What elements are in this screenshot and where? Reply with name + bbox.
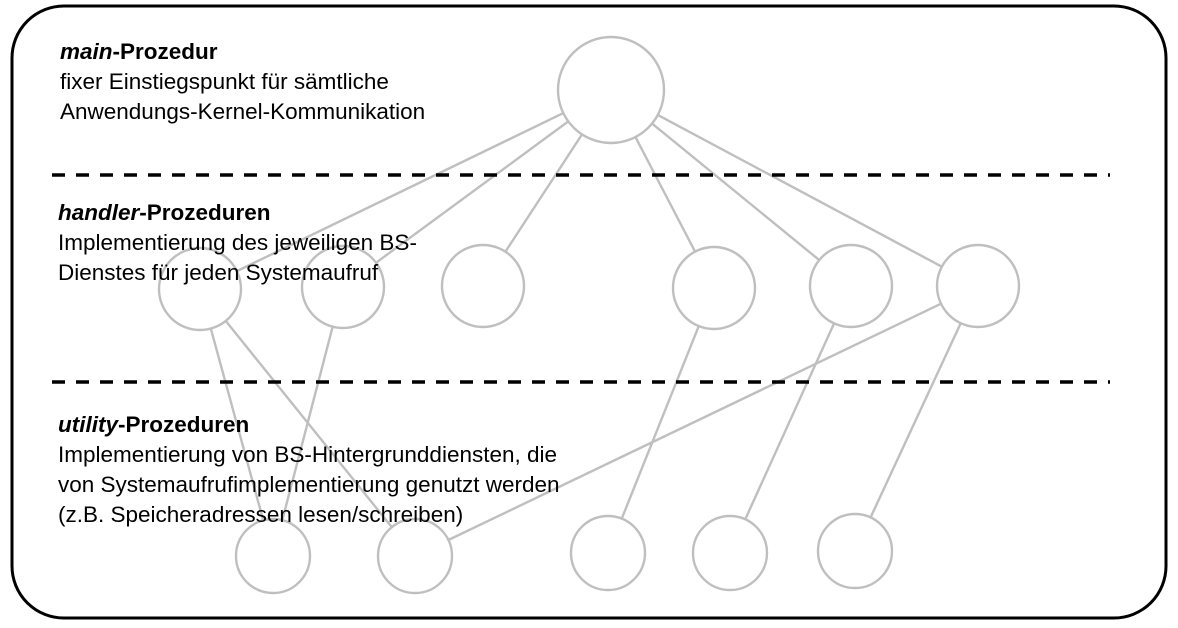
graph-node-handler-2[interactable]: [300, 244, 386, 330]
layer-desc-handler-line-2: Dienstes für jeden Systemaufruf: [58, 260, 379, 285]
layer-caption-utility: utility-Prozeduren Implementierung von B…: [58, 409, 560, 530]
layer-title-utility: utility-Prozeduren: [58, 409, 560, 440]
graph-node-utility-1[interactable]: [234, 517, 312, 595]
edge-main1-handler5: [650, 122, 821, 262]
layer-caption-main: main-Prozedur fixer Einstiegspunkt für s…: [60, 36, 425, 127]
layer-desc-main-line-1: fixer Einstiegspunkt für sämtliche: [60, 69, 389, 94]
layer-desc-main-line-2: Anwendungs-Kernel-Kommunikation: [60, 99, 426, 124]
layer-desc-utility-line-3: (z.B. Speicheradressen lesen/schreiben): [58, 502, 464, 527]
graph-node-handler-4[interactable]: [671, 245, 757, 331]
graph-node-utility-2[interactable]: [376, 517, 454, 595]
layer-keyword-main: main: [60, 39, 113, 64]
layer-desc-utility-line-2: von Systemaufrufimplementierung genutzt …: [58, 472, 560, 497]
graph-node-handler-1[interactable]: [157, 246, 243, 332]
layer-title-suffix-main: -Prozedur: [112, 39, 218, 64]
edge-main1-handler6: [656, 113, 944, 268]
edge-handler2-utility1: [281, 325, 334, 522]
edge-layer: [209, 111, 962, 542]
edge-main1-handler4: [634, 135, 697, 253]
graph-node-utility-4[interactable]: [691, 514, 769, 592]
edge-handler4-utility3: [620, 324, 700, 520]
edge-main1-handler2: [374, 120, 570, 264]
layer-title-suffix-handler: -Prozeduren: [139, 200, 271, 225]
edge-handler6-utility5: [869, 321, 962, 519]
layer-caption-handler: handler-Prozeduren Implementierung des j…: [58, 197, 417, 288]
edge-handler5-utility4: [744, 322, 836, 521]
frame-layer: [10, 4, 1168, 620]
diagram-frame: [10, 4, 1168, 620]
layer-title-suffix-utility: -Prozeduren: [118, 412, 250, 437]
graph-node-utility-5[interactable]: [816, 512, 894, 590]
layer-desc-utility-line-1: Implementierung von BS-Hintergrunddienst…: [58, 442, 558, 467]
edge-handler1-utility2: [224, 319, 393, 529]
node-layer: [157, 35, 1021, 595]
edge-handler1-utility1: [209, 327, 265, 522]
layer-desc-handler-line-1: Implementierung des jeweiligen BS-: [58, 230, 417, 255]
layer-title-main: main-Prozedur: [60, 36, 425, 67]
graph-node-handler-3[interactable]: [440, 243, 526, 329]
graph-node-handler-5[interactable]: [808, 243, 894, 329]
edge-main1-handler3: [504, 133, 584, 253]
graph-node-utility-3[interactable]: [569, 514, 647, 592]
edge-handler6-utility2: [447, 302, 943, 542]
divider-layer: [52, 173, 1110, 384]
edge-main1-handler1: [235, 111, 565, 273]
layer-title-handler: handler-Prozeduren: [58, 197, 417, 228]
graph-node-main-1[interactable]: [556, 35, 666, 145]
graph-node-handler-6[interactable]: [935, 243, 1021, 329]
layer-keyword-utility: utility: [58, 412, 118, 437]
layer-keyword-handler: handler: [58, 200, 140, 225]
